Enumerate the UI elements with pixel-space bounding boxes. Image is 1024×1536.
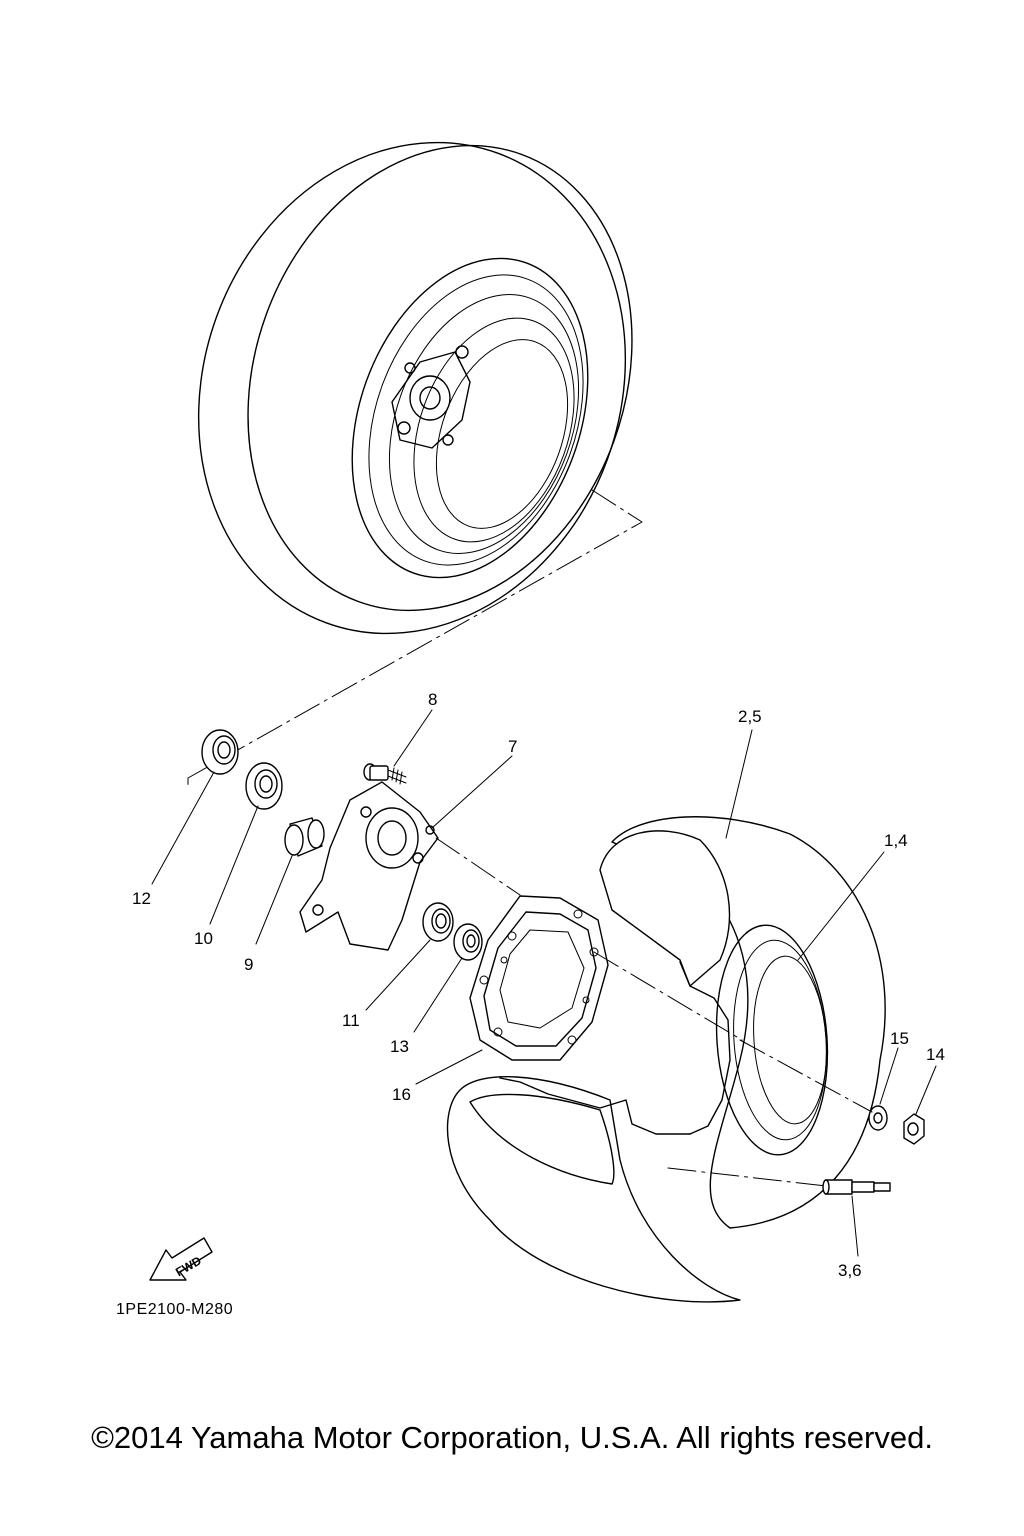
rim-outer-half xyxy=(599,816,886,1229)
fwd-arrow-icon: FWD xyxy=(149,1237,213,1281)
stud-bolt xyxy=(363,763,407,785)
bearing-12 xyxy=(201,729,239,775)
callout-label: 3,6 xyxy=(838,1261,862,1280)
callout-label: 13 xyxy=(390,1037,409,1056)
callout-label: 12 xyxy=(132,889,151,908)
callout-label: 2,5 xyxy=(738,707,762,726)
callout-label: 16 xyxy=(392,1085,411,1104)
drawing-code: 1PE2100-M280 xyxy=(116,1301,233,1318)
oil-seal-10 xyxy=(245,762,283,810)
oil-seal-13 xyxy=(453,923,483,961)
callout-label: 10 xyxy=(194,929,213,948)
callout-label: 15 xyxy=(890,1029,909,1048)
copyright-notice: ©2014 Yamaha Motor Corporation, U.S.A. A… xyxy=(91,1420,933,1455)
bearing-11 xyxy=(422,902,454,942)
washer-15 xyxy=(868,1105,888,1131)
rim-inner-half xyxy=(446,1076,827,1303)
spacer-9 xyxy=(284,817,325,857)
callout-label: 1,4 xyxy=(884,831,908,850)
callout-label: 8 xyxy=(428,690,437,709)
assembled-wheel xyxy=(187,141,643,791)
wheel-hub xyxy=(299,781,521,951)
callout-label: 14 xyxy=(926,1045,945,1064)
leader-lines xyxy=(151,709,937,1257)
gasket-16 xyxy=(469,895,743,1061)
callout-label: 9 xyxy=(244,955,253,974)
callout-label: 11 xyxy=(342,1011,360,1030)
nut-14 xyxy=(903,1113,925,1145)
callout-label: 7 xyxy=(508,737,517,756)
tire-valve xyxy=(822,1179,891,1195)
